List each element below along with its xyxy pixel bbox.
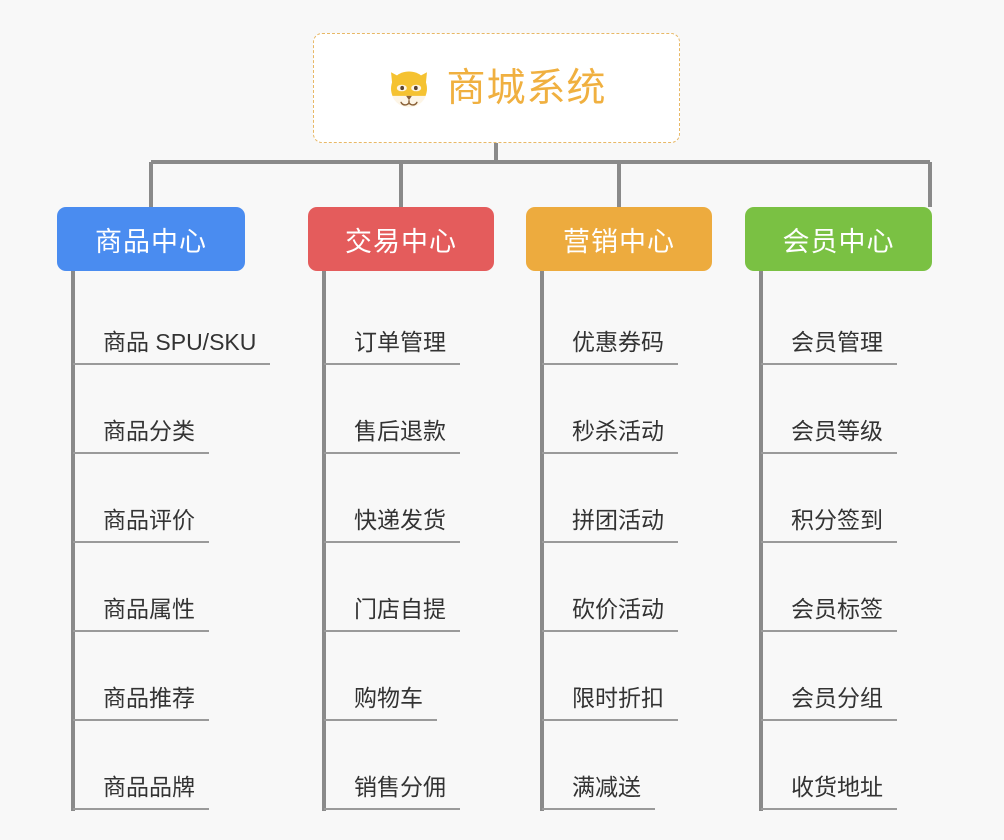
leaf-item[interactable]: 商品分类 — [73, 418, 209, 454]
branch-header-1[interactable]: 交易中心 — [308, 207, 494, 271]
leaf-item[interactable]: 会员标签 — [761, 596, 897, 632]
leaf-item[interactable]: 会员等级 — [761, 418, 897, 454]
branch-header-0[interactable]: 商品中心 — [57, 207, 245, 271]
leaf-item[interactable]: 商品属性 — [73, 596, 209, 632]
leaf-item[interactable]: 购物车 — [324, 685, 437, 721]
branch-header-2[interactable]: 营销中心 — [526, 207, 712, 271]
root-node[interactable]: 商城系统 — [313, 33, 680, 143]
leaf-item[interactable]: 销售分佣 — [324, 774, 460, 810]
leaf-item[interactable]: 拼团活动 — [542, 507, 678, 543]
branch-column-2: 营销中心 优惠券码 秒杀活动 拼团活动 砍价活动 限时折扣 满减送 — [526, 207, 712, 810]
leaf-item[interactable]: 限时折扣 — [542, 685, 678, 721]
leaf-item[interactable]: 商品评价 — [73, 507, 209, 543]
leaf-item[interactable]: 门店自提 — [324, 596, 460, 632]
leaf-item[interactable]: 商品品牌 — [73, 774, 209, 810]
shiba-dog-face-icon — [391, 71, 428, 108]
leaf-item[interactable]: 快递发货 — [324, 507, 460, 543]
leaf-item[interactable]: 收货地址 — [761, 774, 897, 810]
leaf-item[interactable]: 售后退款 — [324, 418, 460, 454]
branch-header-3[interactable]: 会员中心 — [745, 207, 932, 271]
leaf-item[interactable]: 满减送 — [542, 774, 655, 810]
leaf-item[interactable]: 商品 SPU/SKU — [73, 329, 271, 365]
branch-column-0: 商品中心 商品 SPU/SKU 商品分类 商品评价 商品属性 商品推荐 商品品牌 — [57, 207, 271, 810]
leaf-item[interactable]: 砍价活动 — [542, 596, 678, 632]
branch-column-1: 交易中心 订单管理 售后退款 快递发货 门店自提 购物车 销售分佣 — [308, 207, 494, 810]
branch-column-3: 会员中心 会员管理 会员等级 积分签到 会员标签 会员分组 收货地址 — [745, 207, 932, 810]
leaf-item[interactable]: 优惠券码 — [542, 329, 678, 365]
leaf-item[interactable]: 订单管理 — [324, 329, 460, 365]
leaf-item[interactable]: 会员分组 — [761, 685, 897, 721]
root-title: 商城系统 — [446, 66, 607, 110]
leaf-item[interactable]: 会员管理 — [761, 329, 897, 365]
leaf-item[interactable]: 商品推荐 — [73, 685, 209, 721]
leaf-item[interactable]: 积分签到 — [761, 507, 897, 543]
leaf-item[interactable]: 秒杀活动 — [542, 418, 678, 454]
